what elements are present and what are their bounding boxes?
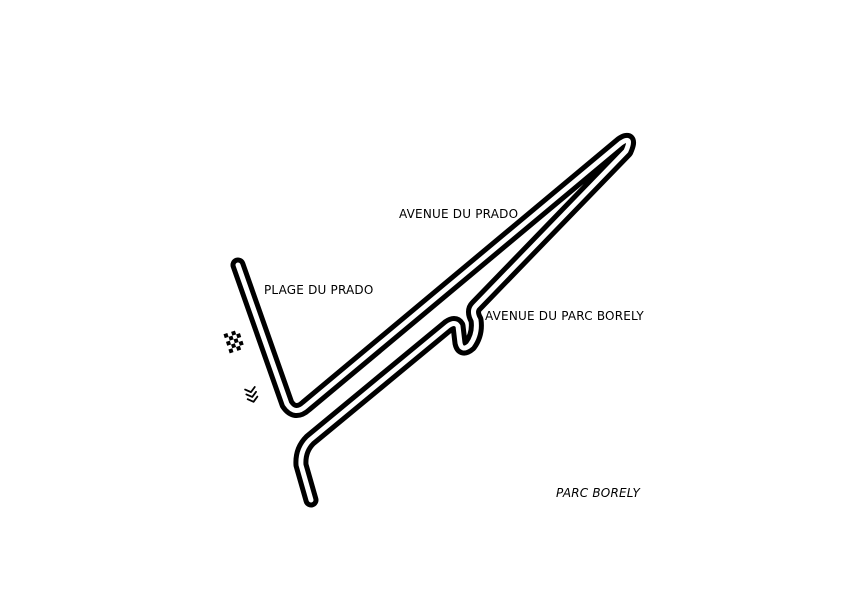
direction-chevrons-icon — [244, 386, 259, 403]
checkered-flag-icon — [223, 330, 244, 354]
label-plage-du-prado: PLAGE DU PRADO — [264, 283, 374, 297]
label-avenue-du-prado: AVENUE DU PRADO — [399, 207, 518, 221]
label-parc-borely: PARC BORELY — [556, 486, 642, 500]
label-avenue-du-parc-borely: AVENUE DU PARC BORELY — [485, 309, 644, 323]
circuit-track — [230, 132, 637, 508]
